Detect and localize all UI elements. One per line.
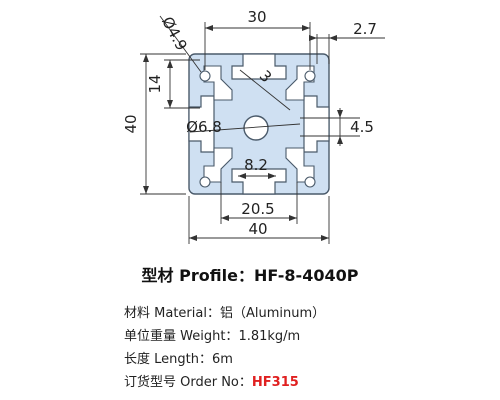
dim-left-40: 40: [122, 114, 140, 133]
dimension-arrows: [143, 25, 343, 241]
spec-label: 单位重量 Weight：: [124, 329, 239, 344]
dim-center-hole: Ø6.8: [186, 118, 222, 136]
title-cn: 型材: [141, 266, 174, 285]
spec-length: 长度 Length：6m: [124, 348, 325, 371]
dim-right-4-5: 4.5: [350, 118, 374, 136]
dim-hole-diameter: Ø4.9: [158, 14, 191, 54]
dim-top-30: 30: [247, 8, 266, 26]
spec-label: 材料 Material：: [124, 306, 220, 321]
dim-bottom-20-5: 20.5: [241, 200, 274, 218]
spec-value: 铝（Aluminum）: [219, 306, 326, 321]
spec-value: 6m: [211, 352, 233, 367]
title-code: HF-8-4040P: [253, 266, 359, 285]
profile-drawing: 30 2.7 Ø4.9 14 3 Ø6.8 4.5 40 8.2 20.5 40: [122, 8, 385, 244]
dim-left-14: 14: [146, 74, 164, 93]
order-number: HF315: [251, 375, 299, 390]
spec-material: 材料 Material：铝（Aluminum）: [124, 302, 325, 325]
spec-value: 1.81kg/m: [238, 329, 301, 344]
aluminum-profile-section: [188, 53, 330, 195]
dim-bottom-40: 40: [248, 220, 267, 238]
spec-weight: 单位重量 Weight：1.81kg/m: [124, 325, 325, 348]
spec-label: 订货型号 Order No：: [124, 375, 252, 390]
spec-label: 长度 Length：: [124, 352, 212, 367]
profile-title: 型材 Profile：HF-8-4040P: [0, 262, 500, 286]
spec-order-no: 订货型号 Order No：HF315: [124, 371, 325, 394]
title-en: Profile：: [179, 266, 254, 285]
dim-right-top-2-7: 2.7: [353, 20, 377, 38]
spec-list: 材料 Material：铝（Aluminum） 单位重量 Weight：1.81…: [124, 302, 325, 394]
dim-inner-8-2: 8.2: [244, 156, 268, 174]
